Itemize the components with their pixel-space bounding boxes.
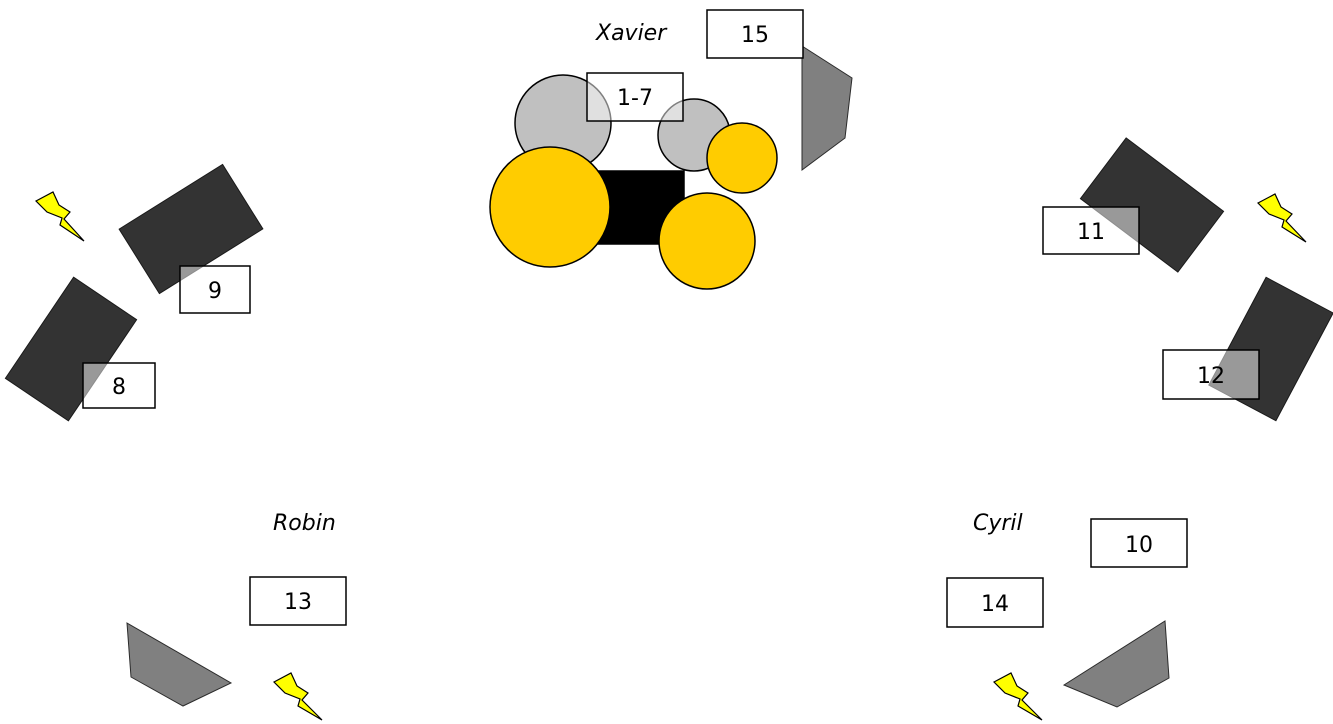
channel-label-monitor-drums: 15 xyxy=(741,23,769,48)
channel-box-amp-right-bottom xyxy=(1162,349,1260,400)
channel-label-amp-left-bottom: 8 xyxy=(112,375,126,400)
monitor-wedge-icon xyxy=(126,622,233,707)
channel-box-amp-left-top xyxy=(179,265,251,314)
rack-tom-icon xyxy=(706,122,778,194)
channel-box-vocal-right-2 xyxy=(946,577,1044,628)
monitor-wedge-icon xyxy=(1062,620,1170,708)
amp-cabinet-icon xyxy=(118,163,264,295)
channel-box-amp-right-top xyxy=(1042,206,1140,255)
channel-label-amp-right-top: 11 xyxy=(1077,220,1105,245)
floor-tom-icon xyxy=(489,146,611,268)
channel-box-amp-left-bottom xyxy=(82,362,156,409)
channel-box-drums xyxy=(586,72,684,122)
monitor-wedge-icon xyxy=(801,45,853,171)
musician-name-right: Cyril xyxy=(973,511,1023,536)
channel-label-drums: 1-7 xyxy=(617,86,653,111)
channel-label-vocal-right-2: 14 xyxy=(981,592,1009,617)
power-outlet-icon xyxy=(273,672,323,721)
channel-box-vocal-left xyxy=(249,576,347,626)
power-outlet-icon xyxy=(993,672,1043,721)
channel-label-vocal-right: 10 xyxy=(1125,533,1153,558)
musician-name-left: Robin xyxy=(273,511,336,536)
drum-kit: 1-7 xyxy=(489,72,778,290)
power-outlet-icon xyxy=(35,191,85,242)
channel-box-monitor-drums xyxy=(706,9,804,59)
power-outlet-icon xyxy=(1257,193,1307,243)
channel-label-vocal-left: 13 xyxy=(284,590,312,615)
channel-box-vocal-right xyxy=(1090,518,1188,568)
musician-name-drums: Xavier xyxy=(595,21,668,46)
channel-label-amp-right-bottom: 12 xyxy=(1197,364,1225,389)
channel-label-amp-left-top: 9 xyxy=(208,279,222,304)
floor-tom-icon xyxy=(658,192,756,290)
